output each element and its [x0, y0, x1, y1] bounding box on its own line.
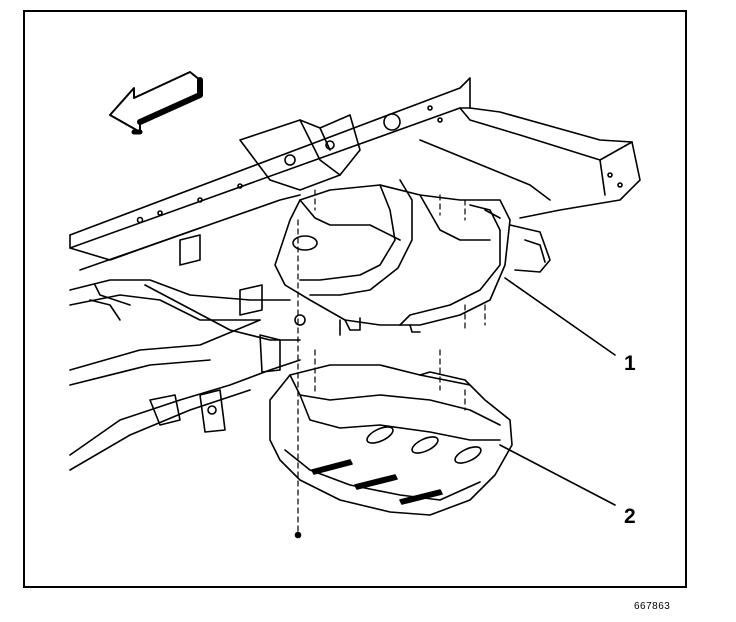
frame-rail-lower	[69, 224, 551, 471]
fuel-tank-shield	[269, 364, 513, 516]
figure-id-code: 667863	[634, 601, 671, 612]
fuel-tank	[274, 179, 511, 336]
bolt-end-marker	[294, 531, 302, 539]
leader-line-1	[504, 277, 616, 356]
callout-label-2: 2	[624, 505, 636, 528]
alignment-guides	[297, 189, 486, 536]
callout-label-1: 1	[624, 352, 636, 375]
leader-line-2	[499, 444, 616, 506]
frame-rail-top	[69, 77, 641, 271]
frame-crossmember	[239, 114, 361, 191]
direction-arrow-icon	[109, 71, 203, 135]
